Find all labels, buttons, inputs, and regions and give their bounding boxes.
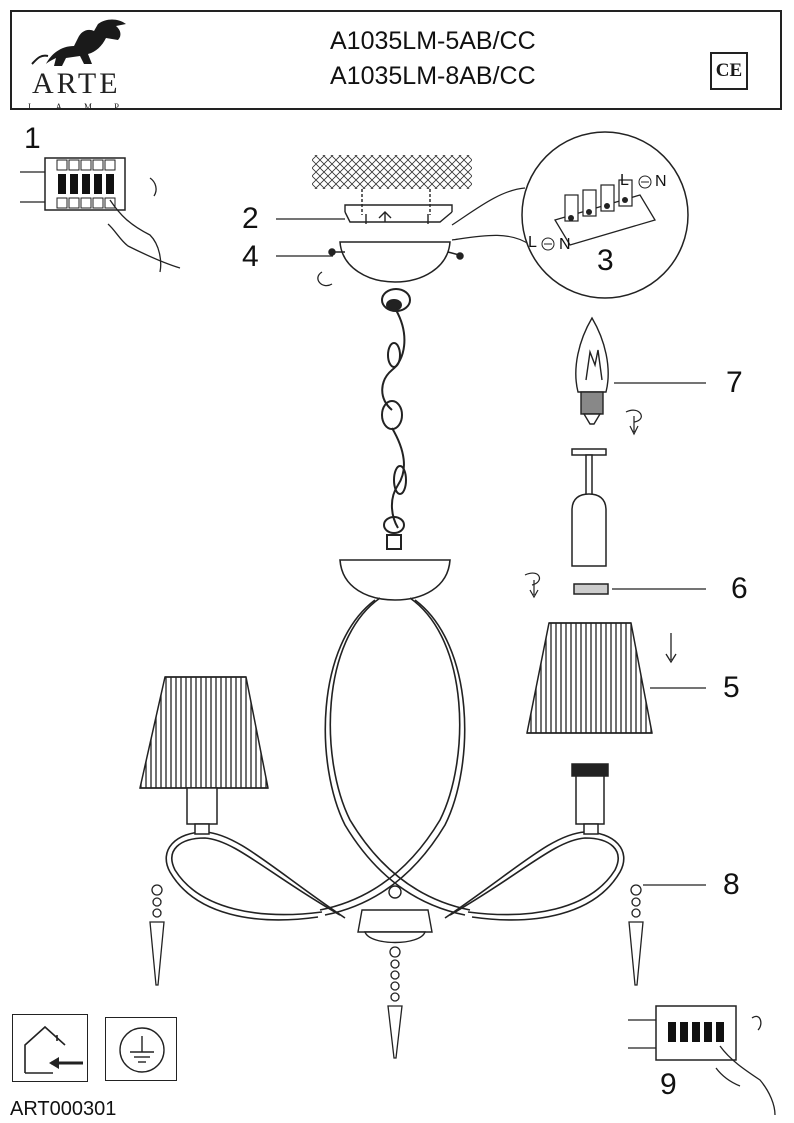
central-body-cup bbox=[339, 559, 451, 601]
brand-name: ARTE bbox=[32, 67, 121, 100]
brand-subtitle: LAMP bbox=[28, 102, 142, 112]
article-number: ART000301 bbox=[10, 1098, 117, 1120]
terminal-block-connect-figure bbox=[20, 157, 181, 273]
terminal-block-wiring-figure bbox=[628, 1005, 776, 1116]
rotate-arrow-icon bbox=[524, 572, 541, 599]
earth-ground-icon bbox=[105, 1017, 177, 1081]
rotate-arrow-icon bbox=[625, 409, 642, 436]
wire-label-n-top: N bbox=[655, 173, 667, 190]
step-2-label: 2 bbox=[242, 202, 259, 235]
ce-mark: CE bbox=[710, 52, 748, 90]
wire-label-n-bottom: N bbox=[559, 236, 571, 253]
header-box: ARTE LAMP A1035LM-5AB/CC A1035LM-8AB/CC … bbox=[10, 10, 782, 112]
model-number-1: A1035LM-5AB/CC bbox=[330, 27, 536, 55]
down-arrow-icon bbox=[665, 633, 677, 664]
candle-bulb bbox=[575, 316, 609, 425]
chandelier-arms bbox=[165, 597, 625, 921]
central-ornament bbox=[357, 885, 433, 944]
indoor-use-icon bbox=[12, 1014, 88, 1082]
step-1-label: 1 bbox=[24, 122, 41, 155]
wire-label-l-bottom: L bbox=[528, 234, 537, 251]
ceiling-canopy bbox=[328, 241, 464, 283]
step-8-label: 8 bbox=[723, 868, 740, 901]
suspension-chain bbox=[381, 288, 411, 550]
left-shade-assembly bbox=[139, 676, 269, 835]
griffin-logo-icon bbox=[31, 19, 126, 66]
crystal-pendants bbox=[149, 884, 644, 1059]
candle-sleeve bbox=[571, 448, 609, 595]
ceiling-surface bbox=[312, 155, 472, 189]
model-number-2: A1035LM-8AB/CC bbox=[330, 62, 536, 90]
right-candle-socket bbox=[571, 763, 609, 835]
rotate-arrow-icon bbox=[317, 271, 333, 287]
step-6-label: 6 bbox=[731, 572, 748, 605]
step-5-label: 5 bbox=[723, 671, 740, 704]
wiring-detail-callout bbox=[451, 131, 689, 299]
wire-label-l-top: L bbox=[620, 172, 629, 189]
lamp-shade bbox=[526, 622, 653, 734]
step-4-label: 4 bbox=[242, 240, 259, 273]
mounting-bracket bbox=[344, 189, 453, 224]
step-3-label: 3 bbox=[597, 244, 614, 277]
step-9-label: 9 bbox=[660, 1068, 677, 1101]
step-7-label: 7 bbox=[726, 366, 743, 399]
